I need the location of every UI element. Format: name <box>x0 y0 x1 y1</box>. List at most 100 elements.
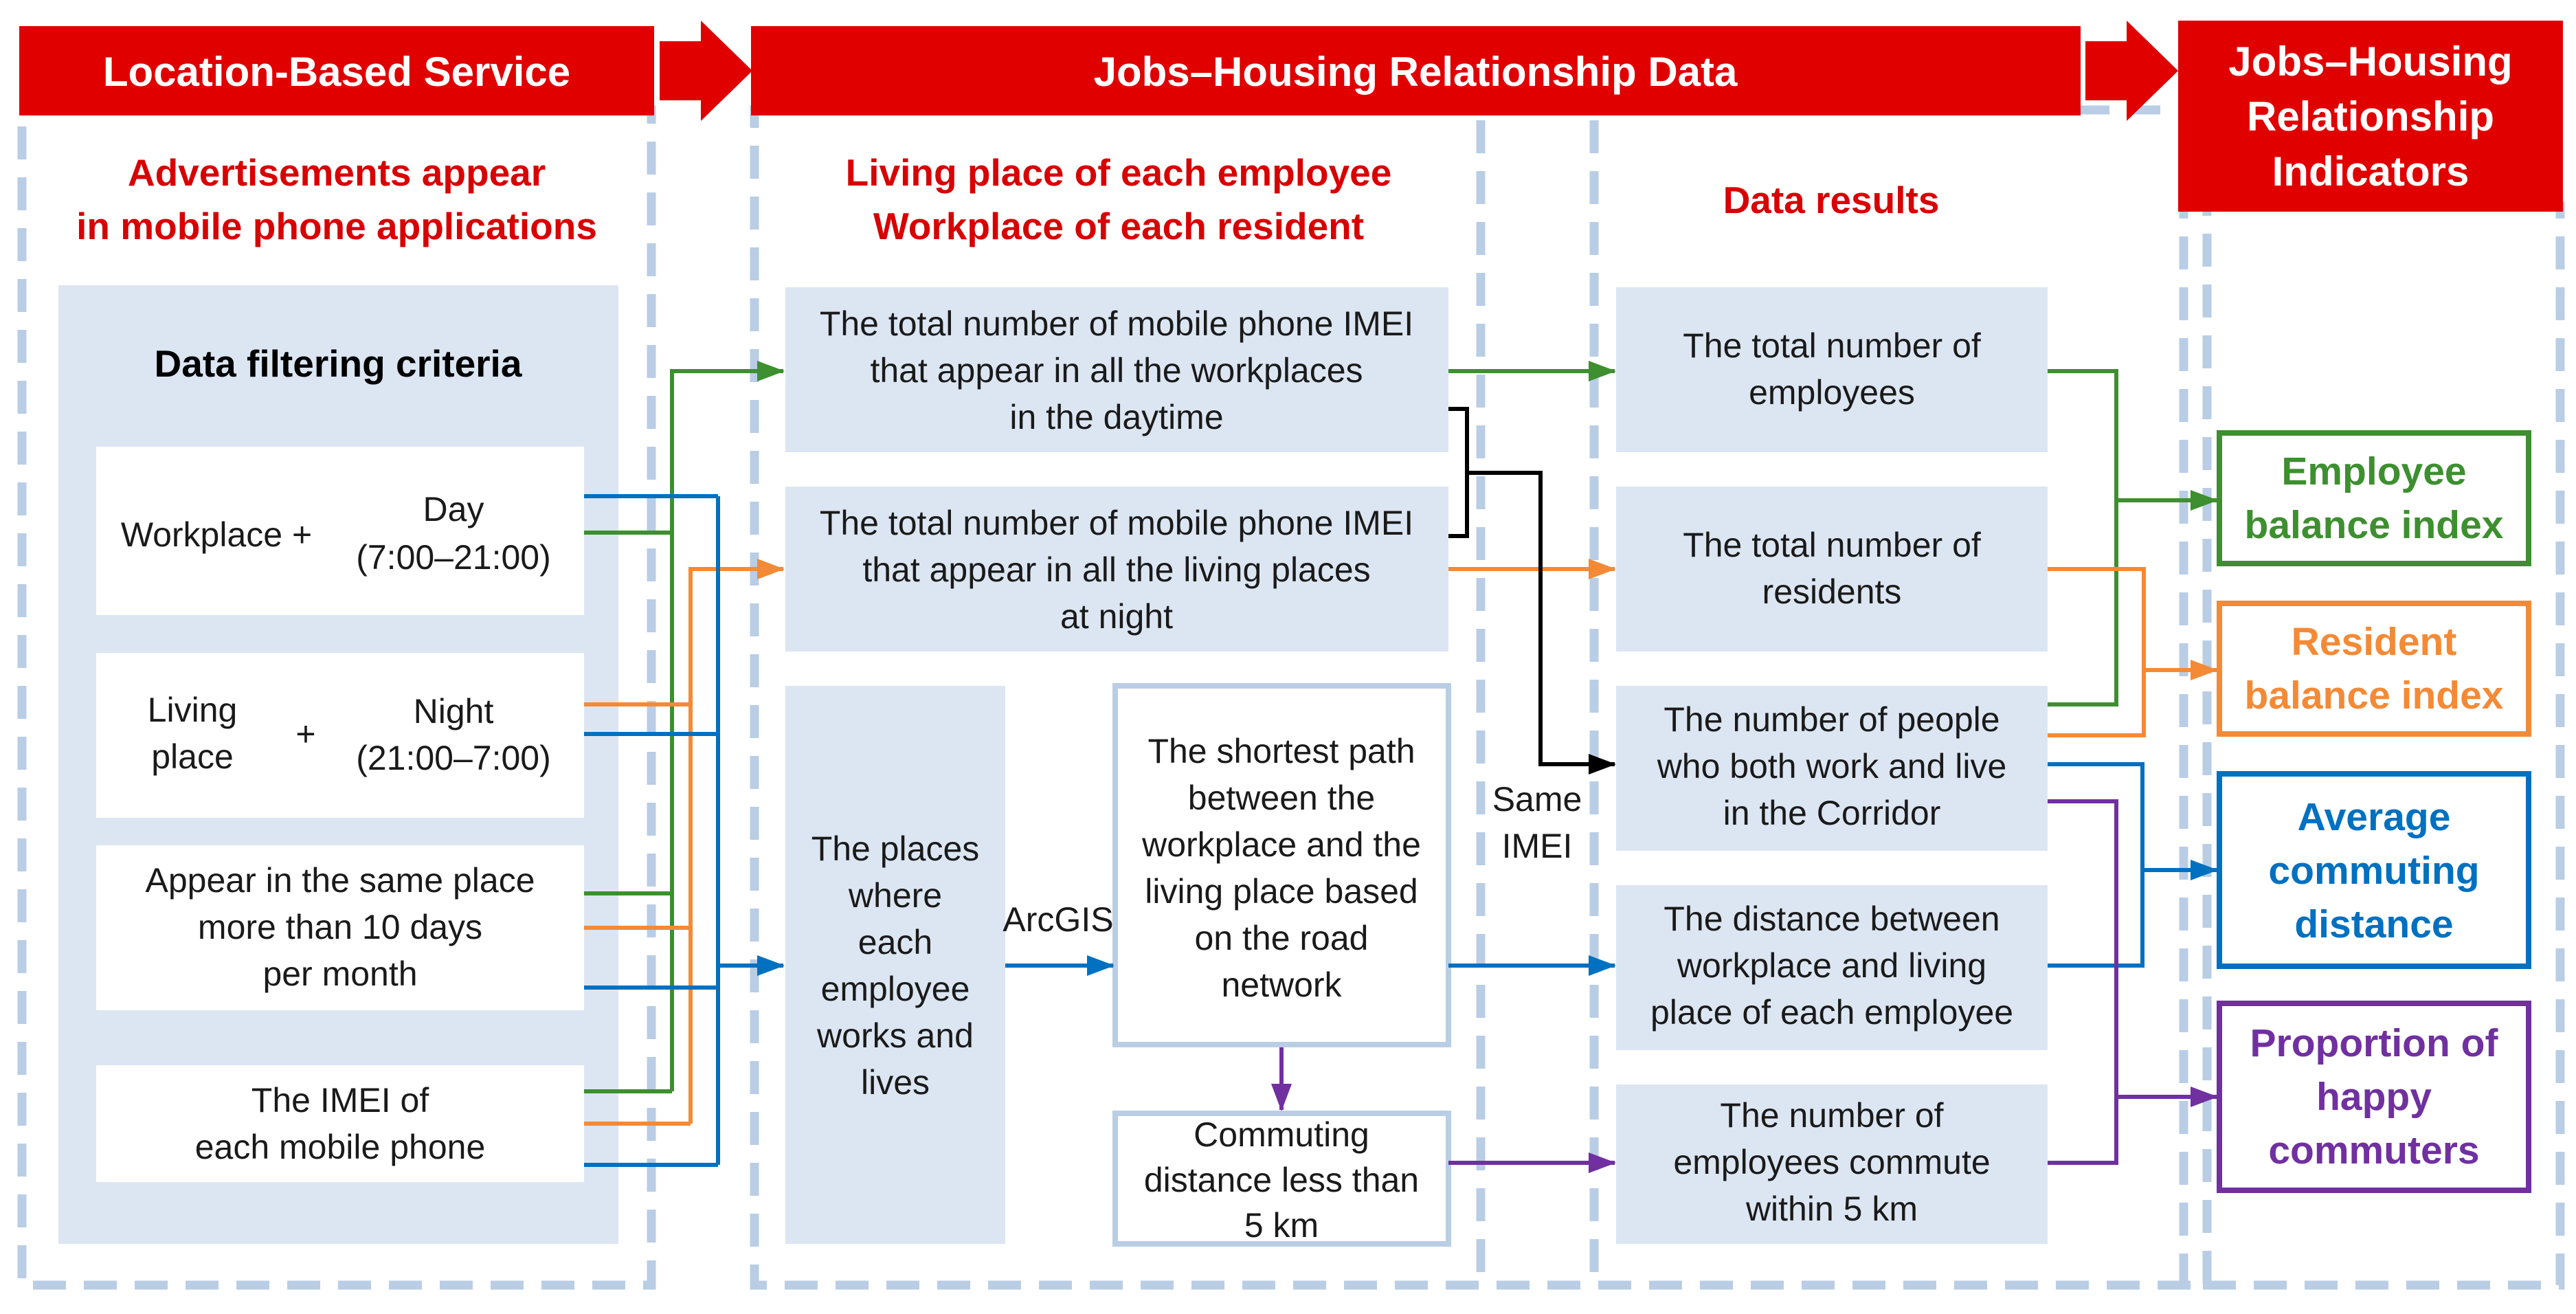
day-label-line-2: (7:00–21:00) <box>356 538 551 577</box>
lbs-subtitle-line-1: Advertisements appear <box>128 151 546 194</box>
commuting-distance-line-3: 5 km <box>1244 1206 1319 1245</box>
green-both-to-index <box>2048 500 2118 706</box>
blue-distance-to-avg <box>2048 870 2144 968</box>
indicators-header-line-3: Indicators <box>2272 148 2469 194</box>
shortest-path-line-3: workplace and the <box>1141 825 1421 864</box>
places-box <box>785 686 1005 1244</box>
resident-balance-index-box <box>2217 601 2531 737</box>
green-trunk-to-workplaces-box <box>670 361 785 1091</box>
result-employees-box <box>1616 287 2048 452</box>
commuting-distance-line-1: Commuting <box>1194 1115 1369 1154</box>
result-distance-line-2: workplace and living <box>1677 946 1986 985</box>
workplaces-imei-box <box>785 287 1448 452</box>
blue-both-to-avg <box>2048 762 2218 880</box>
living-label-line-1: Living <box>148 691 238 729</box>
happy-commuters-line-3: commuters <box>2268 1128 2479 1172</box>
result-both-box <box>1616 686 2048 851</box>
orange-residents-to-index <box>2048 567 2218 680</box>
criterion-living-night-box <box>96 653 584 818</box>
result-employees-line-2: employees <box>1749 373 1915 412</box>
avg-commute-line-2: commuting <box>2268 849 2479 893</box>
criteria-title: Data filtering criteria <box>155 342 522 385</box>
places-line-6: lives <box>861 1063 930 1102</box>
employee-balance-line-2: balance index <box>2245 503 2504 547</box>
green-employees-to-index <box>2048 369 2218 511</box>
resident-balance-line-2: balance index <box>2245 673 2504 717</box>
indicators-header-line-1: Jobs–Housing <box>2228 38 2512 85</box>
jhr-subtitle-line-1: Living place of each employee <box>846 151 1392 194</box>
jhr-header-bar <box>751 26 2081 115</box>
result-both-line-1: The number of people <box>1664 700 2000 739</box>
result-within5-line-1: The number of <box>1720 1096 1943 1135</box>
living-places-imei-line-1: The total number of mobile phone IMEI <box>820 504 1413 542</box>
result-distance-line-1: The distance between <box>1664 900 2000 938</box>
workplace-label: Workplace + <box>121 515 312 554</box>
day-label-line-1: Day <box>423 490 484 528</box>
shortest-path-line-5: on the road <box>1195 919 1369 957</box>
lbs-header-bar <box>19 26 654 115</box>
shortest-path-line-2: between the <box>1188 779 1375 817</box>
places-line-4: employee <box>821 970 970 1008</box>
resident-balance-line-1: Resident <box>2292 620 2457 664</box>
purple-within5-to-happy <box>2048 1097 2118 1165</box>
avg-commute-line-1: Average <box>2298 795 2451 839</box>
avg-commute-line-3: distance <box>2294 902 2453 946</box>
employee-balance-line-1: Employee <box>2281 449 2466 493</box>
plus-sign: + <box>295 715 315 753</box>
shortest-path-box <box>1112 683 1451 1047</box>
living-label-line-2: place <box>151 737 234 776</box>
header-arrow-1 <box>660 21 752 121</box>
average-commuting-distance-box <box>2217 771 2531 969</box>
lbs-subtitle-line-2: in mobile phone applications <box>76 205 597 247</box>
shortest-path-line-1: The shortest path <box>1147 732 1415 770</box>
places-line-5: works and <box>816 1016 974 1055</box>
criterion-imei-box <box>96 1065 584 1182</box>
header-arrow-2 <box>2085 21 2178 121</box>
orange-both-to-index <box>2048 670 2146 737</box>
jhr-header-title: Jobs–Housing Relationship Data <box>1094 49 1738 95</box>
indicators-header-line-2: Relationship <box>2247 93 2494 140</box>
living-places-imei-box <box>785 487 1448 652</box>
lbs-header-title: Location-Based Service <box>103 49 570 95</box>
arcgis-label: ArcGIS <box>1003 900 1113 939</box>
result-employees-line-1: The total number of <box>1683 326 1981 365</box>
result-both-line-3: in the Corridor <box>1723 794 1941 832</box>
result-residents-box <box>1616 487 2048 652</box>
same-place-line-3: per month <box>262 955 417 993</box>
criterion-workplace-day-box <box>96 447 584 615</box>
living-places-imei-line-3: at night <box>1060 597 1173 636</box>
black-bracket-from-imei-boxes <box>1448 407 1469 538</box>
imei-line-1: The IMEI of <box>251 1081 429 1120</box>
result-distance-box <box>1616 885 2048 1050</box>
criterion-same-place-box <box>96 845 584 1010</box>
commuting-distance-line-2: distance less than <box>1144 1161 1419 1199</box>
black-arrow-same-imei <box>1467 471 1616 775</box>
night-label-line-2: (21:00–7:00) <box>356 739 551 777</box>
result-within5-box <box>1616 1084 2048 1244</box>
jhr-subtitle-line-2: Workplace of each resident <box>873 205 1364 247</box>
living-places-imei-line-2: that appear in all the living places <box>862 550 1370 589</box>
shortest-path-line-4: living place based <box>1145 872 1418 911</box>
result-within5-line-3: within 5 km <box>1745 1190 1918 1228</box>
commuting-distance-box <box>1112 1111 1451 1247</box>
happy-commuters-line-1: Proportion of <box>2250 1021 2499 1065</box>
result-within5-line-2: employees commute <box>1673 1143 1990 1181</box>
places-line-1: The places <box>811 829 980 868</box>
result-both-line-2: who both work and live <box>1657 747 2007 786</box>
places-line-2: where <box>848 876 942 915</box>
workplaces-imei-line-1: The total number of mobile phone IMEI <box>820 304 1413 343</box>
result-distance-line-3: place of each employee <box>1650 993 2013 1032</box>
orange-trunk-to-living-box <box>688 559 785 1124</box>
indicators-column-frame <box>2179 201 2565 1290</box>
employee-balance-index-box <box>2217 430 2531 566</box>
workplaces-imei-line-3: in the daytime <box>1009 398 1223 436</box>
result-residents-line-1: The total number of <box>1683 526 1981 564</box>
result-residents-line-2: residents <box>1762 572 1902 611</box>
indicators-header-bar <box>2178 21 2563 212</box>
happy-commuters-box <box>2217 1001 2531 1193</box>
same-place-line-2: more than 10 days <box>198 908 482 946</box>
workplaces-imei-line-2: that appear in all the workplaces <box>870 351 1363 390</box>
night-label-line-1: Night <box>414 692 494 731</box>
